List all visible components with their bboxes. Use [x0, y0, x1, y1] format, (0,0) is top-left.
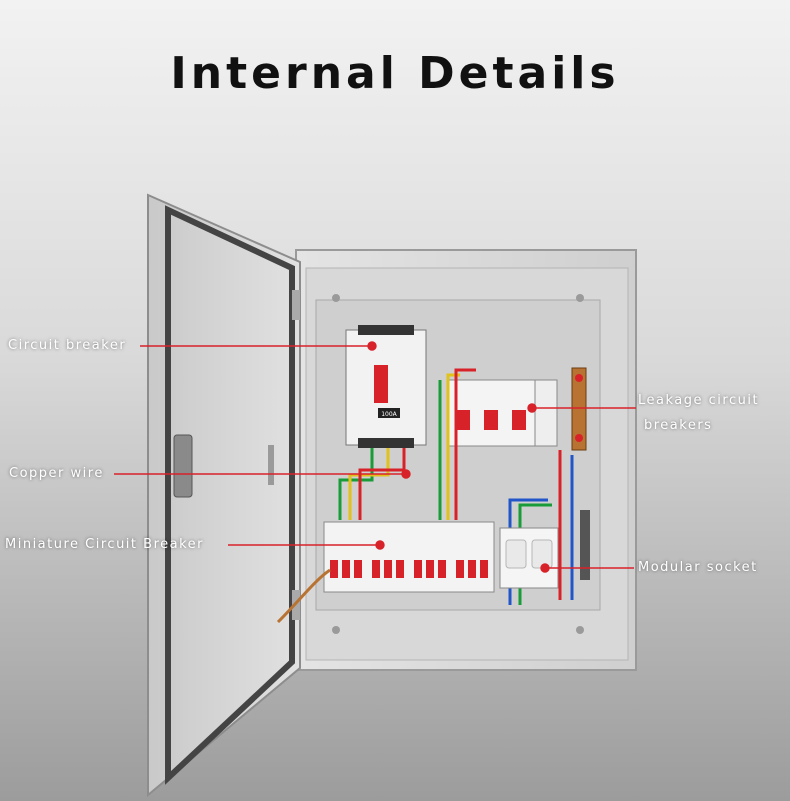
main-circuit-breaker: 100A	[345, 325, 427, 448]
callout-circuit-breaker: Circuit breaker	[8, 338, 127, 353]
callout-leakage-line2: breakers	[644, 418, 713, 433]
page-title: Internal Details	[170, 48, 620, 99]
enclosure-door	[147, 193, 301, 798]
callout-modular-socket: Modular socket	[638, 560, 758, 575]
breaker-rating: 100A	[381, 411, 397, 418]
callout-miniature-circuit-breaker: Miniature Circuit Breaker	[5, 537, 204, 552]
ground-strap	[276, 568, 331, 624]
copper-busbar	[571, 367, 587, 451]
enclosure-body	[295, 249, 637, 671]
modular-sockets	[499, 510, 590, 589]
miniature-breakers	[323, 521, 495, 593]
callout-leakage-line1: Leakage circuit	[638, 393, 760, 408]
leakage-breakers	[447, 379, 558, 447]
callout-copper-wire: Copper wire	[9, 466, 104, 481]
callout-lines	[114, 341, 636, 573]
wires	[338, 368, 574, 605]
